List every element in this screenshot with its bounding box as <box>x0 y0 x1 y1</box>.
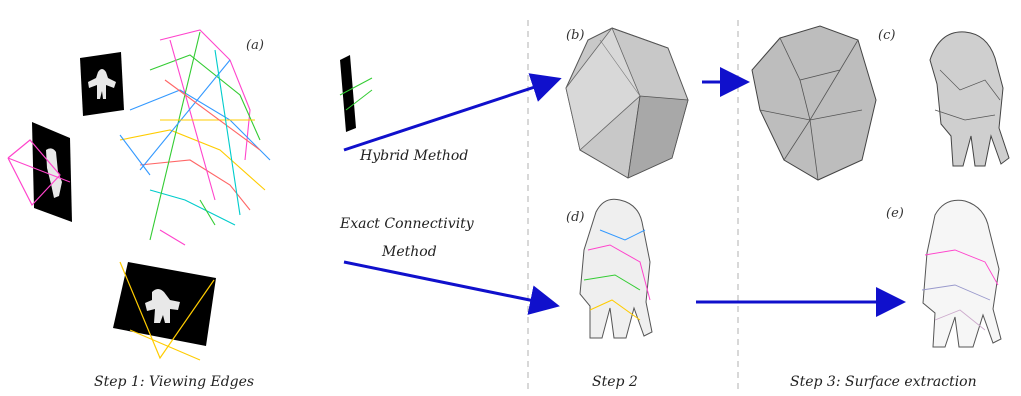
exact-method-label-line2: Method <box>382 244 437 260</box>
arrow-exact <box>343 260 560 315</box>
step2-caption: Step 2 <box>592 374 638 390</box>
exact-method-label-line1: Exact Connectivity <box>340 216 474 232</box>
step3-caption: Step 3: Surface extraction <box>790 374 977 390</box>
convex-hull-mesh <box>565 27 689 179</box>
panel-label-e: (e) <box>886 206 904 221</box>
refined-hull-mesh <box>751 25 877 181</box>
silhouette-image-top <box>80 52 124 116</box>
step1-caption: Step 1: Viewing Edges <box>94 374 255 390</box>
final-surface-bottom <box>921 199 1002 348</box>
panel-label-a: (a) <box>246 38 264 53</box>
camera-frustum-small <box>339 55 373 132</box>
arrow-hybrid <box>343 73 562 152</box>
silhouette-image-left <box>7 122 72 222</box>
hybrid-method-label: Hybrid Method <box>360 148 469 164</box>
silhouette-image-bottom <box>113 261 216 361</box>
panel-label-d: (d) <box>566 210 585 225</box>
final-surface-top <box>929 31 1010 167</box>
panel-label-b: (b) <box>566 28 585 43</box>
viewing-edges-cloud <box>119 29 271 246</box>
panel-label-c: (c) <box>878 28 896 43</box>
exact-mesh-colored <box>579 198 653 339</box>
